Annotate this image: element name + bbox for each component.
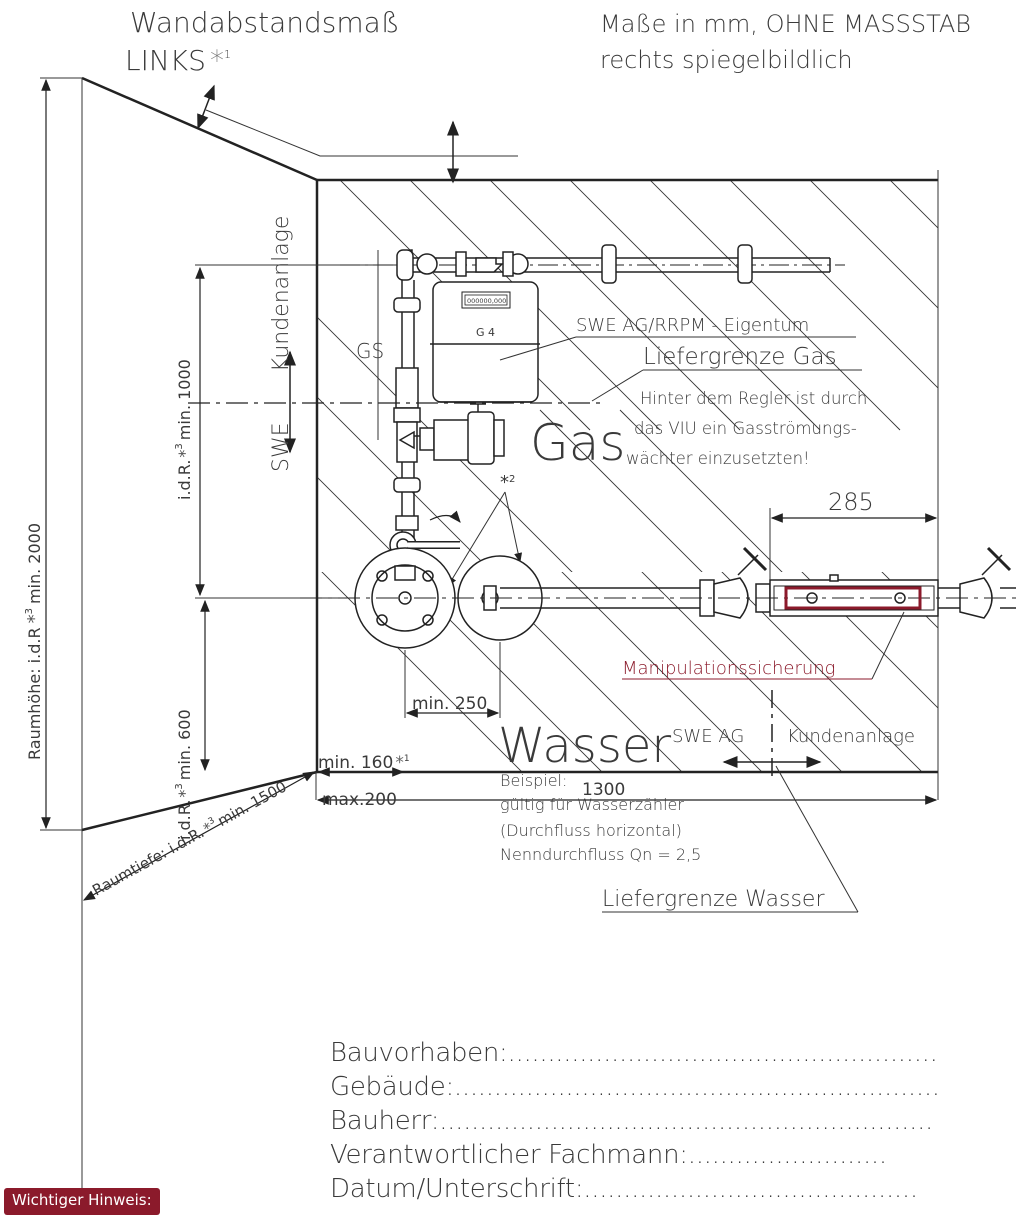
gas-boundary-leader xyxy=(591,369,644,402)
spacing-dimension xyxy=(317,642,501,777)
gas-gs-label: GS xyxy=(356,339,384,363)
gas-height-dimension xyxy=(195,264,400,597)
water-boundary-leader xyxy=(775,765,859,913)
gas-pipe-top xyxy=(340,244,845,284)
gas-note-line2: das VIU ein Gasströmungs- xyxy=(634,419,857,438)
gas-meter-counter: 000000,000 xyxy=(467,297,506,305)
water-example-line2: gültig für Wasserzähler xyxy=(500,795,684,814)
water-example-line1: Beispiel: xyxy=(500,771,567,790)
form-building[interactable]: Gebäude:................................… xyxy=(330,1072,940,1102)
wall-min-label: min. 160*1 xyxy=(318,753,410,773)
form-builder[interactable]: Bauherr:................................… xyxy=(330,1106,934,1136)
form-date-signature[interactable]: Datum/Unterschrift:.....................… xyxy=(330,1174,918,1204)
tamper-protection-label: Manipulationssicherung xyxy=(622,658,835,679)
units-note: Maße in mm, OHNE MASSSTAB xyxy=(600,10,971,38)
water-example-line3: (Durchfluss horizontal) xyxy=(500,821,682,840)
mirror-note: rechts spiegelbildlich xyxy=(600,46,853,74)
gas-meter xyxy=(430,281,540,403)
tamper-protection-leader xyxy=(871,611,905,680)
water-example-line4: Nenndurchfluss Qn = 2,5 xyxy=(500,845,701,864)
width-label: 1300 xyxy=(582,780,625,800)
gas-swe-label: SWE xyxy=(269,422,294,472)
gas-customer-system-label: Kundenanlage xyxy=(269,216,294,372)
wall-distance-indicator xyxy=(197,84,518,184)
water-label: Wasser xyxy=(498,718,671,774)
gas-ownership-leader xyxy=(499,336,577,361)
water-height-dimension xyxy=(195,597,360,772)
clearance-leader-left xyxy=(447,491,506,587)
meter-length-label: 285 xyxy=(828,488,874,516)
important-notice-badge: Wichtiger Hinweis: xyxy=(4,1188,160,1215)
wall-hatching xyxy=(317,180,938,572)
wall-max-label: max.200 xyxy=(322,790,397,810)
gas-ownership-label: SWE AG/RRPM - Eigentum xyxy=(576,315,809,336)
water-customer-system-label: Kundenanlage xyxy=(787,726,915,747)
spacing-label: min. 250 xyxy=(412,694,487,714)
form-project[interactable]: Bauvorhaben:............................… xyxy=(330,1038,938,1068)
room-depth-dimension xyxy=(82,771,316,901)
gas-note-line3: wächter einzusetzten! xyxy=(626,449,810,468)
gas-label: Gas xyxy=(530,414,625,472)
wall-distance-side: LINKS*1 xyxy=(125,44,231,77)
gas-delivery-boundary-label: Liefergrenze Gas xyxy=(643,344,837,370)
room-height-label: Raumhöhe: i.d.R*3min. 2000 xyxy=(24,523,45,760)
gas-meter-type: G 4 xyxy=(476,326,495,339)
form-responsible[interactable]: Verantwortlicher Fachmann:..............… xyxy=(330,1140,887,1170)
clearance-leader-right xyxy=(504,491,523,563)
wall-distance-title: Wandabstandsmaß xyxy=(130,6,400,39)
water-height-label: i.d.R.*3min. 600 xyxy=(174,709,194,840)
gas-clearance-mark: *2 xyxy=(500,472,515,493)
gas-height-label: i.d.R.*3min. 1000 xyxy=(174,359,194,500)
construction-lines xyxy=(40,77,939,1210)
water-swe-ag-label: SWE AG xyxy=(672,726,744,747)
project-form: Bauvorhaben:............................… xyxy=(330,1036,1010,1206)
gas-pipe-vertical xyxy=(389,249,461,559)
gas-note-line1: Hinter dem Regler ist durch xyxy=(640,389,867,408)
tamper-protection-marker xyxy=(784,586,922,610)
water-delivery-boundary-label: Liefergrenze Wasser xyxy=(602,887,825,912)
gas-regulator xyxy=(414,403,505,465)
